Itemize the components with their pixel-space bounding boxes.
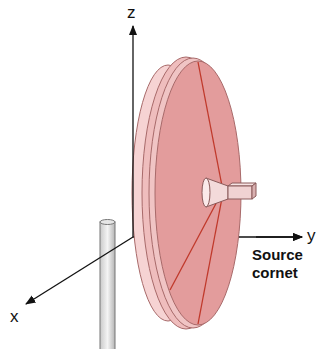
parabolic-dish xyxy=(132,57,241,329)
y-axis xyxy=(256,236,302,237)
axis-label: y xyxy=(307,226,323,246)
x-axis xyxy=(26,237,133,304)
part-label: Source cornet xyxy=(252,246,328,282)
feed-horn xyxy=(202,178,256,207)
z-axis xyxy=(132,26,133,237)
axis-label: z xyxy=(127,3,143,23)
mast-pole xyxy=(100,220,115,349)
axis-label: x xyxy=(10,307,26,327)
